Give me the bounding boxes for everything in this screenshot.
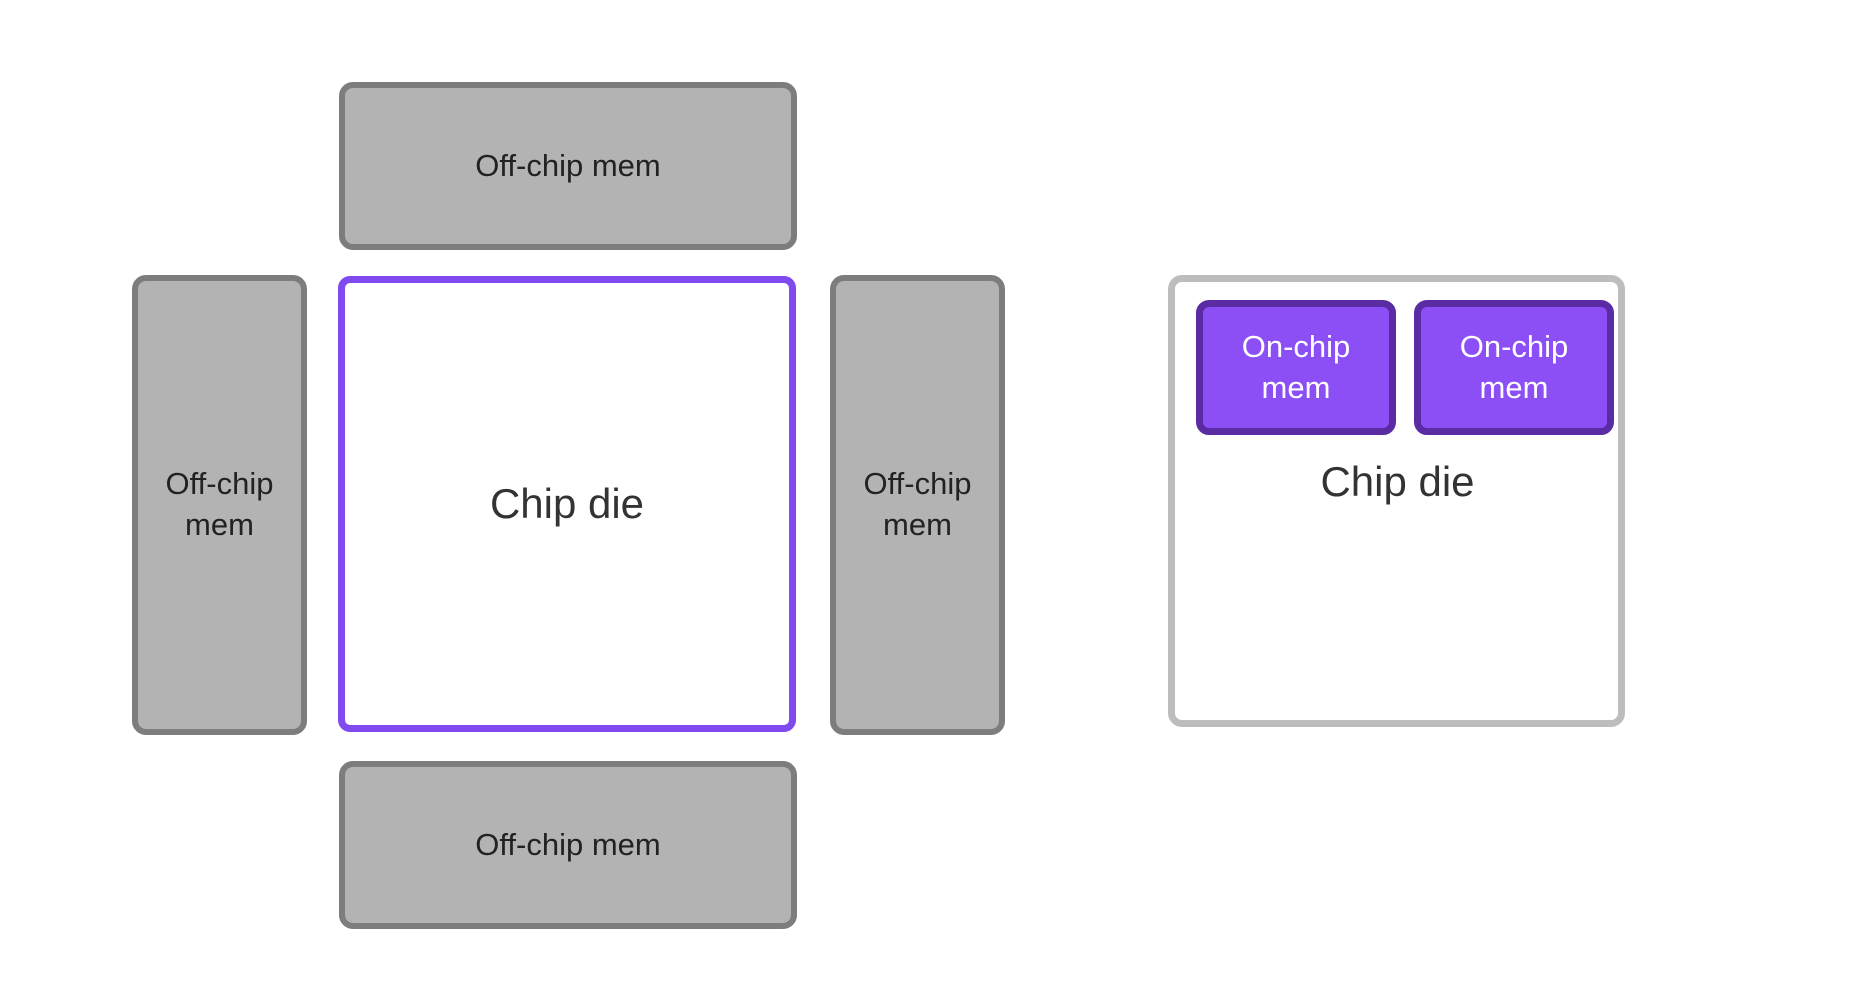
offchip-mem-left-label-line1: Off-chip mem [165, 466, 274, 542]
onchip-mem-right[interactable]: On-chip mem [1414, 300, 1614, 435]
onchip-mem-left-label-line2: mem [1261, 369, 1331, 405]
offchip-mem-left-label: On-chip Off-chip mem [160, 464, 280, 546]
offchip-mem-right[interactable]: Off-chip mem [830, 275, 1005, 735]
onchip-mem-left-label-line1: On-chip [1241, 328, 1351, 364]
offchip-mem-top[interactable]: Off-chip mem [339, 82, 797, 250]
chip-die-onchip-layout[interactable]: On-chip mem On-chip mem Chip die [1168, 275, 1625, 727]
offchip-mem-left[interactable]: On-chip Off-chip mem [132, 275, 307, 735]
offchip-mem-bottom[interactable]: Off-chip mem [339, 761, 797, 929]
offchip-mem-right-label-line1: Off-chip mem [863, 466, 972, 542]
chip-die-offchip-layout-label: Chip die [489, 479, 645, 527]
offchip-mem-bottom-label: Off-chip mem [475, 826, 661, 862]
onchip-mem-right-label-line1: On-chip [1459, 328, 1569, 364]
offchip-mem-right-label: Off-chip mem [858, 464, 978, 546]
onchip-mem-right-label-line2: mem [1479, 369, 1549, 405]
onchip-mem-left[interactable]: On-chip mem [1196, 300, 1396, 435]
offchip-mem-top-label: Off-chip mem [475, 147, 661, 183]
chip-die-offchip-layout[interactable]: Chip die [338, 276, 796, 732]
chip-die-onchip-layout-label: Chip die [1320, 458, 1475, 505]
